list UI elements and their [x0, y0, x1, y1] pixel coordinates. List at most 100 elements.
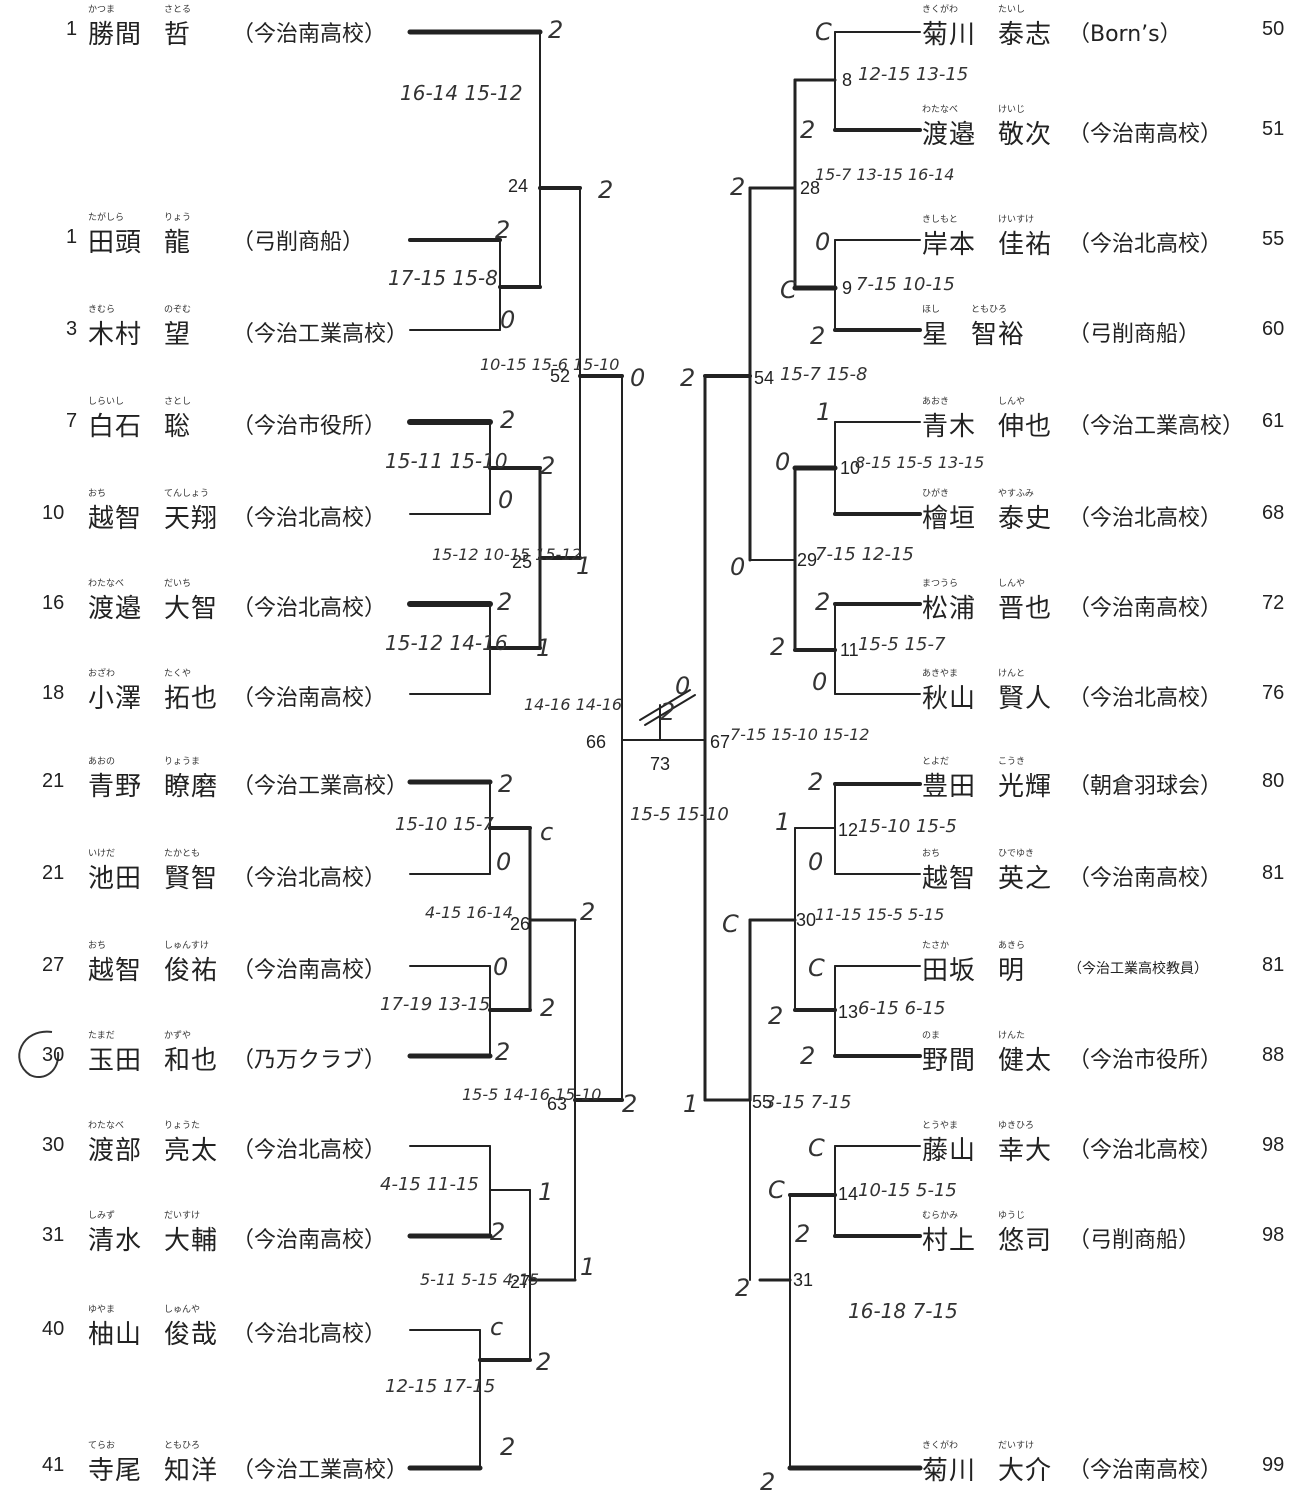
match-number: 9: [842, 278, 852, 298]
svg-text:C: C: [808, 1134, 825, 1162]
club-name: （今治北高校）: [232, 1322, 387, 1347]
svg-text:0: 0: [675, 672, 690, 700]
svg-text:2: 2: [815, 588, 830, 616]
rank-number: 51: [1262, 118, 1285, 140]
svg-text:2: 2: [768, 1002, 783, 1030]
svg-text:0: 0: [812, 668, 827, 696]
player-name: おち越智てんしょう天翔: [88, 489, 219, 534]
club-name: （今治北高校）: [232, 596, 387, 621]
left-player-row: 40 ゆやま柚山しゅんや俊哉（今治北高校）: [0, 1305, 1303, 1350]
svg-text:2: 2: [810, 322, 825, 350]
player-name: いけだ池田たかとも賢智: [88, 849, 219, 894]
left-player-row: 41 てらお寺尾ともひろ知洋（今治工業高校）: [0, 1441, 1303, 1486]
player-name: たまだ玉田かずや和也: [88, 1031, 219, 1076]
score-note: 10-15 15-6 15-10: [480, 355, 619, 374]
svg-text:0: 0: [500, 306, 515, 334]
rank-number: 76: [1262, 682, 1285, 704]
club-name: （今治北高校）: [232, 866, 387, 891]
player-name: しらいし白石さとし聡: [88, 397, 192, 442]
match-number: 10: [840, 458, 860, 478]
right-player-row: のま野間けんた健太（今治市役所）88: [0, 1031, 1303, 1076]
svg-text:0: 0: [730, 553, 745, 581]
player-name: たがしら田頭りょう龍: [88, 213, 192, 258]
svg-text:1: 1: [816, 398, 831, 426]
player-name: きくがわ菊川たいし泰志: [922, 5, 1053, 50]
svg-text:2: 2: [498, 770, 513, 798]
player-name: たさか田坂あきら明: [922, 941, 1026, 986]
left-player-row: 7 しらいし白石さとし聡（今治市役所）: [0, 397, 1303, 442]
rank-number: 50: [1262, 18, 1285, 40]
svg-text:0: 0: [815, 228, 830, 256]
svg-text:2: 2: [598, 176, 613, 204]
left-player-row: 21 いけだ池田たかとも賢智（今治北高校）: [0, 849, 1303, 894]
svg-text:2: 2: [800, 1042, 815, 1070]
player-name: あおき青木しんや伸也: [922, 397, 1053, 442]
right-player-row: たさか田坂あきら明（今治工業高校教員）81: [0, 941, 1303, 986]
club-name: （今治南高校）: [1068, 1458, 1223, 1483]
match-number: 31: [793, 1270, 813, 1290]
score-note: 15-10 15-7: [395, 814, 494, 835]
score-note: 3-15 7-15: [764, 1092, 851, 1113]
left-player-row: 3 きむら木村のぞむ望（今治工業高校）: [0, 305, 1303, 350]
score-note: 15-7 13-15 16-14: [815, 165, 954, 184]
rank-number: 80: [1262, 770, 1285, 792]
player-name: まつうら松浦しんや晋也: [922, 579, 1053, 624]
svg-text:2: 2: [735, 1274, 750, 1302]
svg-text:2: 2: [495, 216, 510, 244]
match-number: 73: [650, 754, 670, 774]
player-name: むらかみ村上ゆうじ悠司: [922, 1211, 1053, 1256]
score-note: 16-14 15-12: [400, 81, 523, 105]
player-name: おち越智しゅんすけ俊祐: [88, 941, 219, 986]
rank-number: 99: [1262, 1454, 1285, 1476]
seed-number: 10: [42, 502, 65, 524]
score-note: 5-11 5-15 4-15: [420, 1270, 539, 1289]
score-note: 15-12 10-15 15-12: [432, 545, 582, 564]
player-name: ゆやま柚山しゅんや俊哉: [88, 1305, 219, 1350]
match-number: 54: [754, 368, 774, 388]
club-name: （今治南高校）: [1068, 122, 1223, 147]
score-note: 15-11 15-10: [385, 449, 508, 473]
right-player-row: きくがわ菊川たいし泰志（Born’s）50: [0, 5, 1303, 50]
score-note: 12-15 17-15: [385, 1376, 495, 1397]
club-name: （今治南高校）: [232, 686, 387, 711]
club-name: （今治北高校）: [232, 506, 387, 531]
left-player-row: 30 わたなべ渡部りょうた亮太（今治北高校）: [0, 1121, 1303, 1166]
player-name: きくがわ菊川だいすけ大介: [922, 1441, 1053, 1486]
svg-text:2: 2: [760, 1468, 775, 1494]
club-name: （乃万クラブ）: [232, 1048, 387, 1073]
seed-number: 1: [66, 226, 78, 248]
left-player-row: 30 たまだ玉田かずや和也（乃万クラブ）: [0, 1031, 1303, 1076]
player-name: おざわ小澤たくや拓也: [88, 669, 219, 714]
svg-text:2: 2: [770, 633, 785, 661]
score-note: 15-5 15-10: [630, 804, 729, 825]
svg-text:C: C: [768, 1176, 785, 1204]
left-player-row: 27 おち越智しゅんすけ俊祐（今治南高校）: [0, 941, 1303, 986]
svg-text:c: c: [540, 818, 553, 846]
svg-text:0: 0: [775, 448, 790, 476]
player-name: おち越智ひでゆき英之: [922, 849, 1053, 894]
match-number: 55: [752, 1092, 772, 1112]
right-player-row: とよだ豊田こうき光輝（朝倉羽球会）80: [0, 757, 1303, 802]
player-name: あおの青野りょうま瞭磨: [88, 757, 219, 802]
match-number: 13: [838, 1002, 858, 1022]
right-player-row: とうやま藤山ゆきひろ幸大（今治北高校）98: [0, 1121, 1303, 1166]
match-number: 26: [510, 914, 530, 934]
svg-text:C: C: [780, 276, 797, 304]
svg-text:2: 2: [490, 1218, 505, 1246]
match-number: 25: [512, 552, 532, 572]
seed-number: 41: [42, 1454, 65, 1476]
player-name: しみず清水だいすけ大輔: [88, 1211, 219, 1256]
score-note: 15-5 14-16 15-10: [462, 1085, 601, 1104]
club-name: （今治北高校）: [1068, 686, 1223, 711]
match-number: 11: [840, 640, 859, 660]
right-player-row: あおき青木しんや伸也（今治工業高校）61: [0, 397, 1303, 442]
right-player-row: わたなべ渡邉けいじ敬次 （今治南高校） 51: [0, 105, 1303, 150]
player-name: てらお寺尾ともひろ知洋: [88, 1441, 219, 1486]
svg-text:1: 1: [683, 1090, 698, 1118]
player-name: わたなべ渡邉けいじ敬次: [922, 105, 1053, 150]
rank-number: 61: [1262, 410, 1285, 432]
svg-text:2: 2: [800, 116, 815, 144]
club-name: （朝倉羽球会）: [1068, 774, 1223, 799]
svg-text:2: 2: [495, 1038, 510, 1066]
